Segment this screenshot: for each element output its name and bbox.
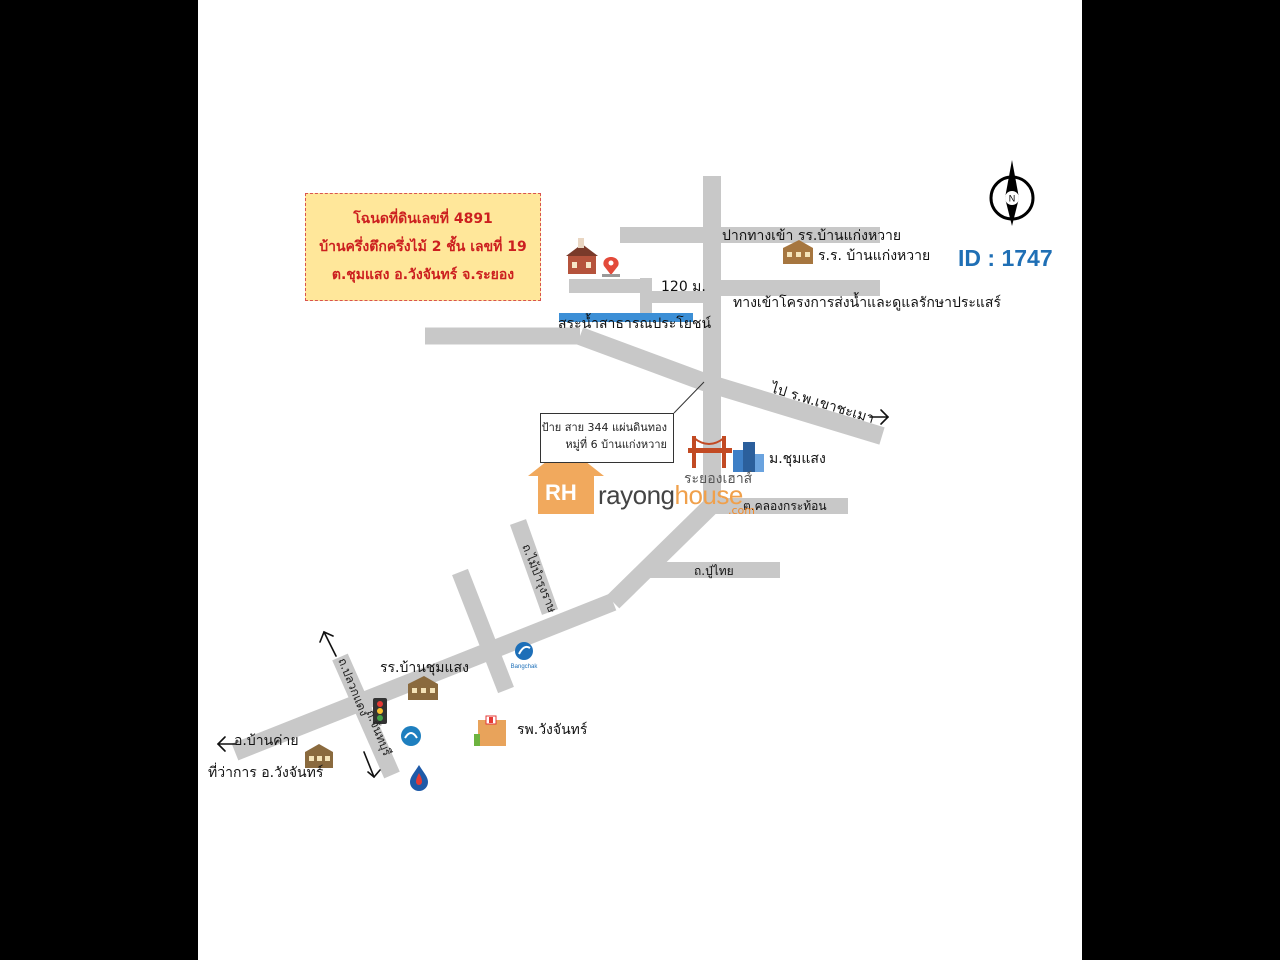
north-compass-icon: N [989, 160, 1035, 226]
city-buildings-icon [733, 442, 764, 472]
school-building-icon [783, 240, 813, 264]
label-district-office: ที่ว่าการ อ.วังจันทร์ [208, 765, 324, 781]
arrow-to-khaochamao-icon [869, 409, 890, 425]
label-chumsaeng-village: ม.ชุมแสง [769, 451, 826, 467]
label-school-entrance: ปากทางเข้า รร.บ้านแก่งหวาย [722, 228, 902, 244]
road-cross-vertical [332, 653, 400, 779]
pond [559, 313, 693, 322]
fuel-drop-icon [410, 765, 428, 791]
label-school-chumsaeng: รร.บ้านชุมแสง [380, 660, 469, 676]
arrow-up-road-icon [319, 630, 337, 657]
road-mai-banrung [509, 519, 559, 615]
map-pin-icon [602, 257, 620, 277]
road-main-southwest [606, 498, 719, 609]
bangchak-station-icon: Bangchak [511, 642, 539, 670]
label-hospital-wangchan: รพ.วังจันทร์ [517, 722, 588, 738]
label-pu-thai: ถ.ปู่ไทย [694, 564, 734, 578]
deed-line-3: ต.ชุมแสง อ.วังจันทร์ จ.ระยอง [331, 267, 515, 283]
bus-stop-callout: ป้าย สาย 344 แผ่นดินทอง หมู่ที่ 6 บ้านแก… [540, 413, 674, 463]
arrow-to-banchai-icon [216, 736, 236, 752]
label-ban-khai: อ.บ้านค่าย [234, 733, 299, 749]
map-canvas [198, 0, 1082, 960]
logo-com-text: .com [728, 504, 755, 517]
logo-thai-text: ระยองเฮาส์ [684, 471, 753, 487]
church-icon [566, 238, 598, 274]
hospital-icon [474, 715, 506, 746]
bangchak-label: Bangchak [511, 664, 539, 670]
logo-rayong: rayong [598, 480, 675, 510]
property-id: ID : 1747 [958, 245, 1053, 271]
logo-rh-text: RH [545, 480, 577, 505]
callout-leader [673, 381, 705, 414]
traffic-light-icon [373, 698, 387, 724]
deed-info-box: โฉนดที่ดินเลขที่ 4891 บ้านครึ่งตึกครึ่งไ… [305, 193, 541, 301]
road-second-branch [452, 568, 514, 694]
arrow-down-road-icon [363, 751, 381, 779]
bank-icon [401, 726, 421, 746]
label-irrigation: ทางเข้าโครงการส่งน้ำและดูแลรักษาประแสร์ [733, 295, 1001, 311]
label-pond: สระน้ำสาธารณประโยชน์ [558, 316, 712, 332]
logo-wordmark: rayonghouse [598, 480, 743, 511]
callout-line-2: หมู่ที่ 6 บ้านแก่งหวาย [565, 437, 667, 451]
logo-house: house [674, 480, 744, 510]
callout-line-1: ป้าย สาย 344 แผ่นดินทอง [541, 421, 667, 434]
label-distance: 120 ม. [661, 279, 706, 295]
bridge-icon [688, 436, 732, 468]
label-khlong-krathon: ต.คลองกระท้อน [743, 499, 827, 513]
deed-line-1: โฉนดที่ดินเลขที่ 4891 [353, 211, 493, 227]
deed-line-2: บ้านครึ่งตึกครึ่งไม้ 2 ชั้น เลขที่ 19 [319, 239, 527, 255]
school-chumsaeng-icon [408, 676, 438, 700]
label-school-kaengwai: ร.ร. บ้านแก่งหวาย [818, 248, 931, 264]
district-office-icon [305, 744, 333, 768]
rayonghouse-logo-mark [528, 446, 604, 514]
compass-north-letter: N [1009, 194, 1016, 204]
